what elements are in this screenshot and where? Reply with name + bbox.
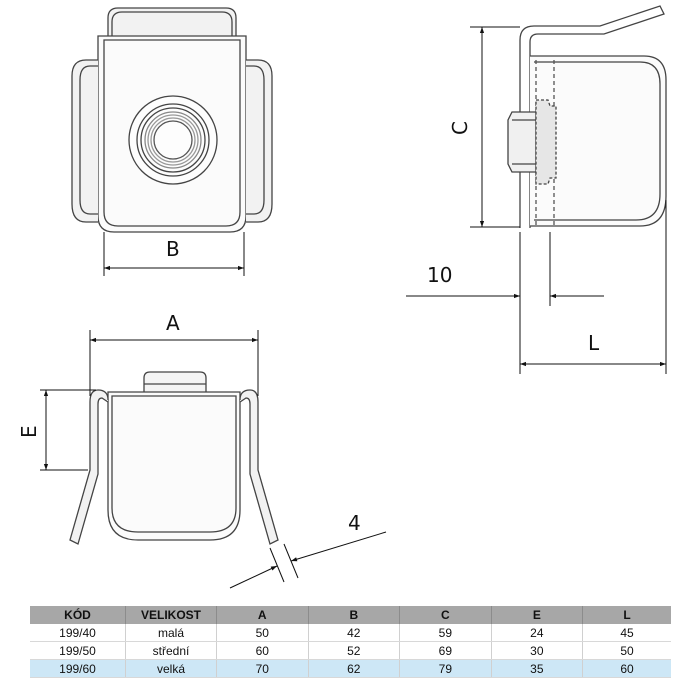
label-E: E [17,425,41,438]
side-view [507,5,667,228]
specification-table: KÓD VELIKOST A B C E L 199/40 malá 50 42… [30,606,671,678]
cell-l: 50 [582,641,671,660]
cell-b: 62 [307,659,400,678]
right-wing [246,59,273,223]
header-e: E [490,606,583,624]
table-header-row: KÓD VELIKOST A B C E L [30,606,671,624]
side-body [530,55,667,227]
threaded-hole [128,95,218,185]
header-b: B [307,606,400,624]
cell-velikost: střední [125,641,217,660]
dimension-4 [229,531,387,589]
cell-b: 42 [307,624,400,642]
label-4: 4 [348,511,361,535]
label-10: 10 [427,263,452,287]
cell-c: 69 [399,641,492,660]
header-l: L [582,606,671,624]
cell-b: 52 [307,641,400,660]
cell-a: 60 [216,641,309,660]
cell-kod: 199/50 [30,641,126,660]
header-kod: KÓD [30,606,126,624]
cell-velikost: malá [125,624,217,642]
cell-c: 59 [399,624,492,642]
dimension-L [520,200,667,374]
end-body [107,391,241,541]
left-leg [69,389,109,545]
cell-e: 30 [490,641,583,660]
label-C: C [448,121,472,135]
table-row: 199/40 malá 50 42 59 24 45 [30,624,671,642]
cell-velikost: velká [125,659,217,678]
dimension-E [40,389,96,471]
cell-a: 70 [216,659,309,678]
cell-c: 79 [399,659,492,678]
technical-drawing: B C 10 L [17,5,667,589]
cell-l: 45 [582,624,671,642]
end-nut [143,371,207,392]
dimension-B [103,232,245,276]
front-view [71,7,273,233]
label-L: L [588,331,600,355]
dimension-C [470,26,520,228]
table-row: 199/50 střední 60 52 69 30 50 [30,641,671,660]
label-A: A [166,311,180,335]
cell-e: 24 [490,624,583,642]
label-B: B [166,237,180,261]
cell-kod: 199/60 [30,659,126,678]
top-tab [107,7,237,40]
header-velikost: VELIKOST [125,606,217,624]
table-row: 199/60 velká 70 62 79 35 60 [30,659,671,678]
end-view [69,371,279,545]
header-c: C [399,606,492,624]
cell-l: 60 [582,659,671,678]
cell-a: 50 [216,624,309,642]
cell-kod: 199/40 [30,624,126,642]
header-a: A [216,606,309,624]
cell-e: 35 [490,659,583,678]
dimension-10 [406,232,604,374]
dimension-A [89,330,259,396]
left-wing [71,59,98,223]
nut [507,111,537,173]
right-leg [239,389,279,545]
